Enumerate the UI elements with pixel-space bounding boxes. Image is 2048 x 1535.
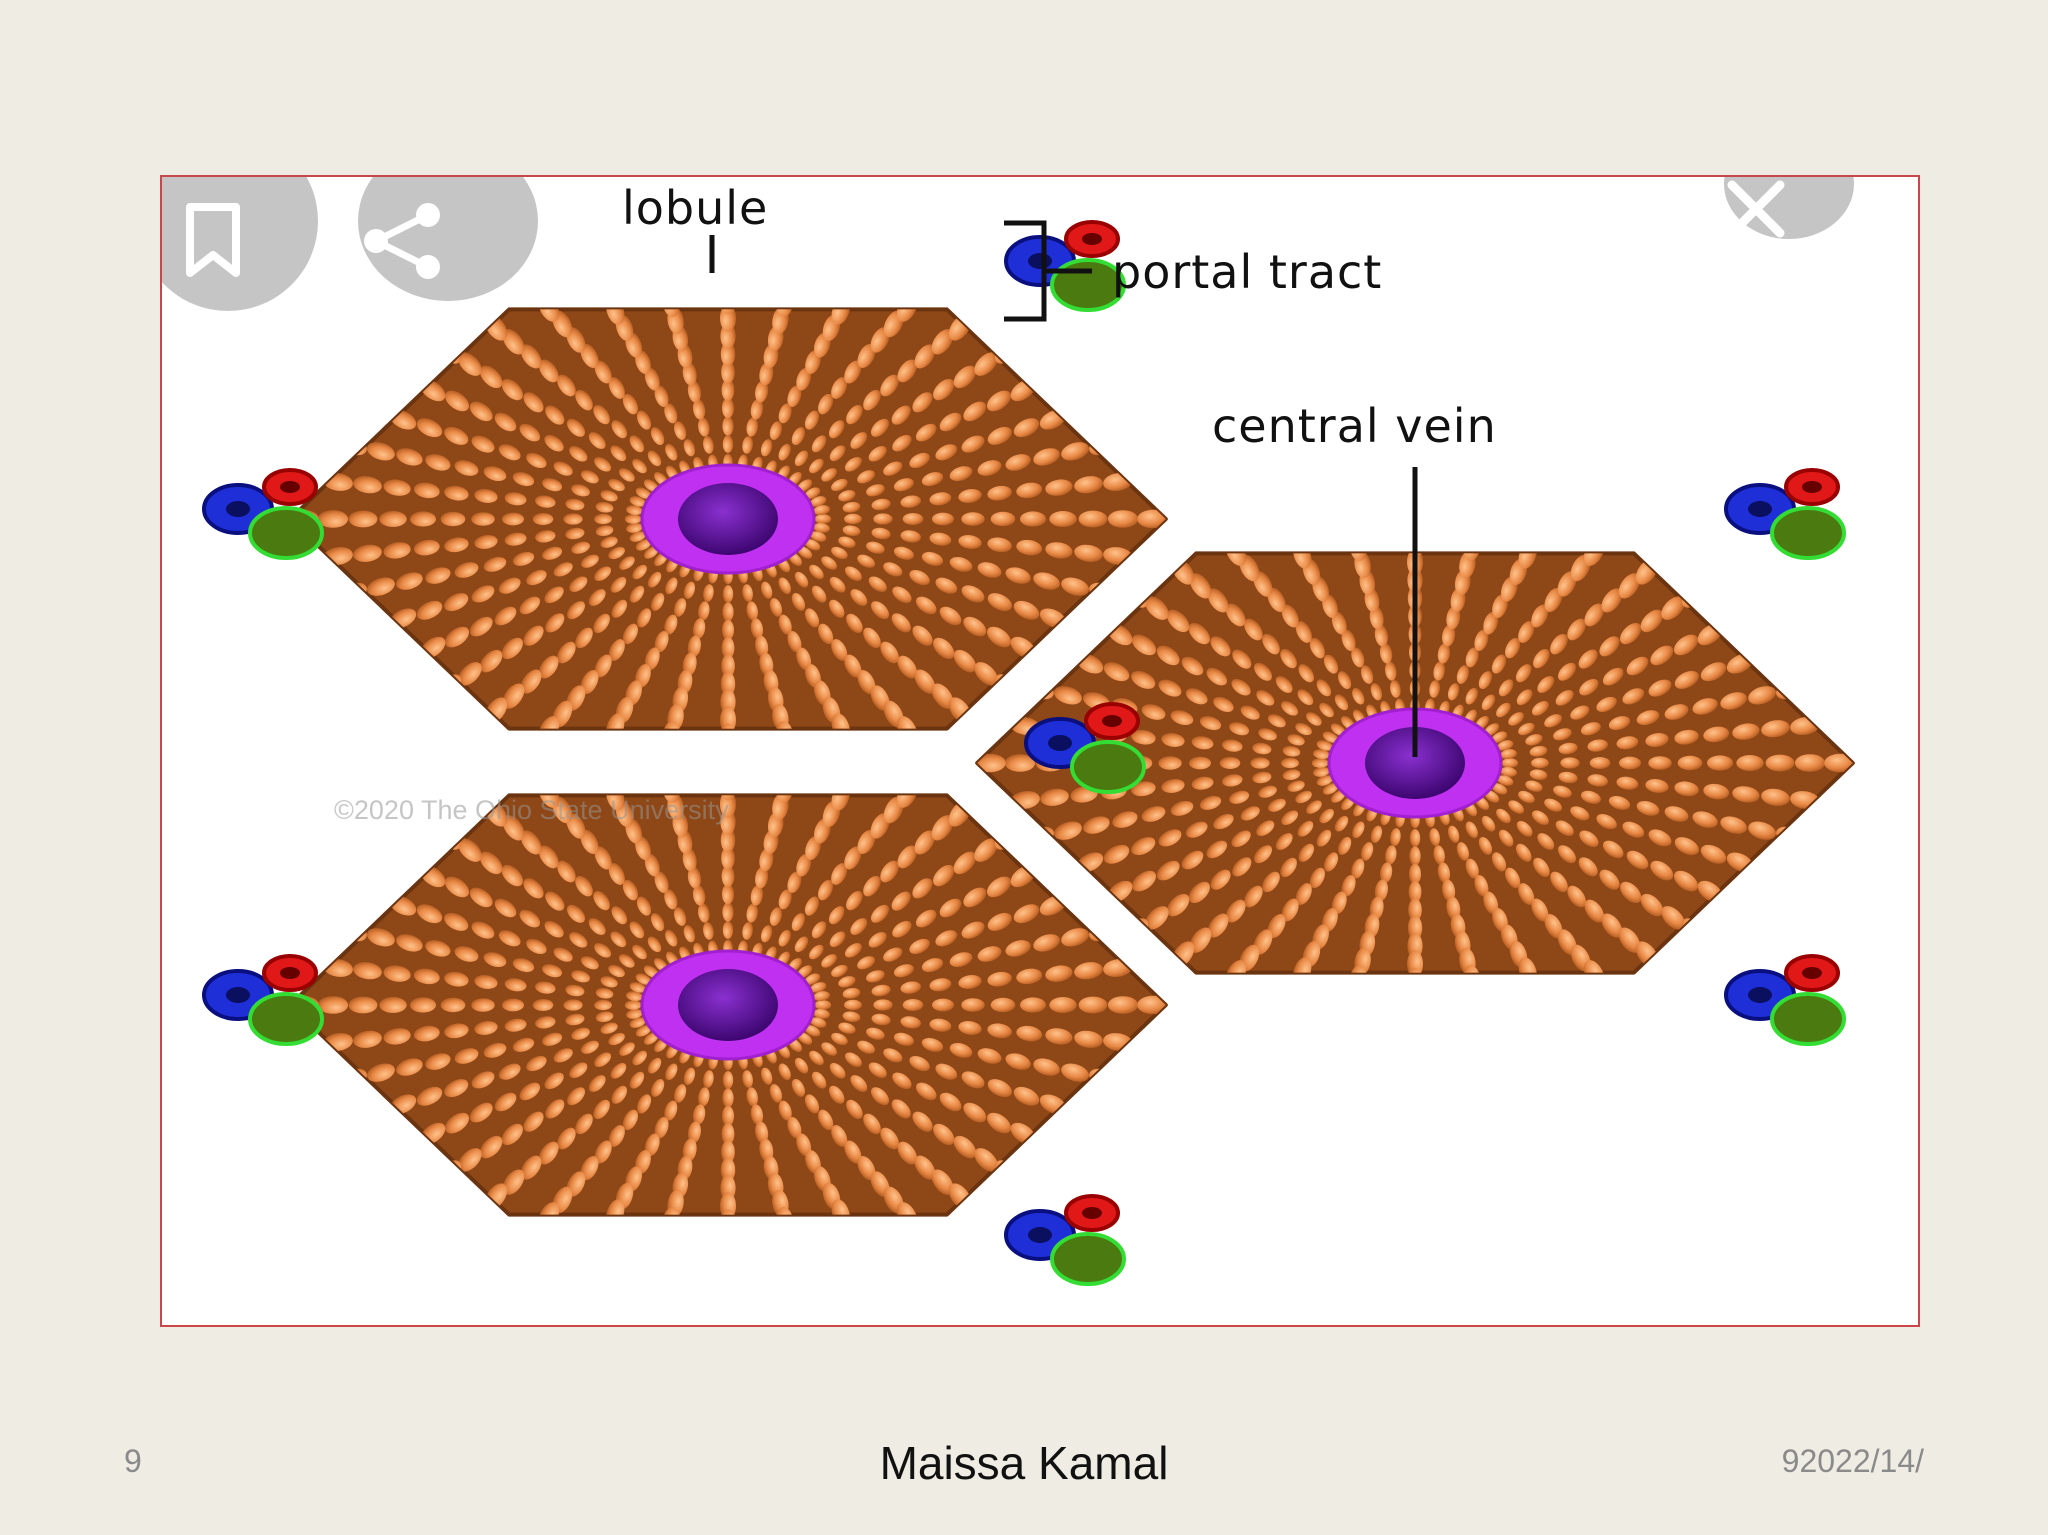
- portal-triad: [1724, 954, 1846, 1046]
- portal-triad: [1004, 220, 1126, 312]
- label-portal-tract: portal tract: [1112, 245, 1383, 299]
- central-vein-core: [1365, 727, 1465, 799]
- portal-triad: [1024, 702, 1146, 794]
- bile-duct: [248, 992, 324, 1046]
- diagram-frame: lobule portal tract central vein ©2020 T…: [160, 175, 1920, 1327]
- portal-triad: [1004, 1194, 1126, 1286]
- share-icon: [364, 203, 440, 279]
- footer-date: 92022/14/: [1781, 1443, 1924, 1479]
- portal-triad: [202, 954, 324, 1046]
- bile-duct: [1770, 506, 1846, 560]
- bile-duct: [1770, 992, 1846, 1046]
- bookmark-icon: [186, 203, 240, 277]
- bile-duct: [1050, 1232, 1126, 1286]
- watermark: ©2020 The Ohio State University: [334, 795, 729, 825]
- close-icon: [1727, 180, 1785, 238]
- portal-triad: [202, 468, 324, 560]
- share-button[interactable]: [358, 177, 538, 301]
- author-name: Maissa Kamal: [879, 1437, 1169, 1489]
- page-number: 9: [124, 1443, 142, 1479]
- central-vein-core: [678, 483, 778, 555]
- central-vein-core: [678, 969, 778, 1041]
- bile-duct: [1070, 740, 1146, 794]
- label-central-vein: central vein: [1212, 399, 1497, 453]
- bile-duct: [248, 506, 324, 560]
- portal-tract-bracket: [1004, 220, 1092, 322]
- liver-lobule-diagram: [202, 220, 1855, 1286]
- label-lobule: lobule: [622, 181, 769, 235]
- portal-triad: [1724, 468, 1846, 560]
